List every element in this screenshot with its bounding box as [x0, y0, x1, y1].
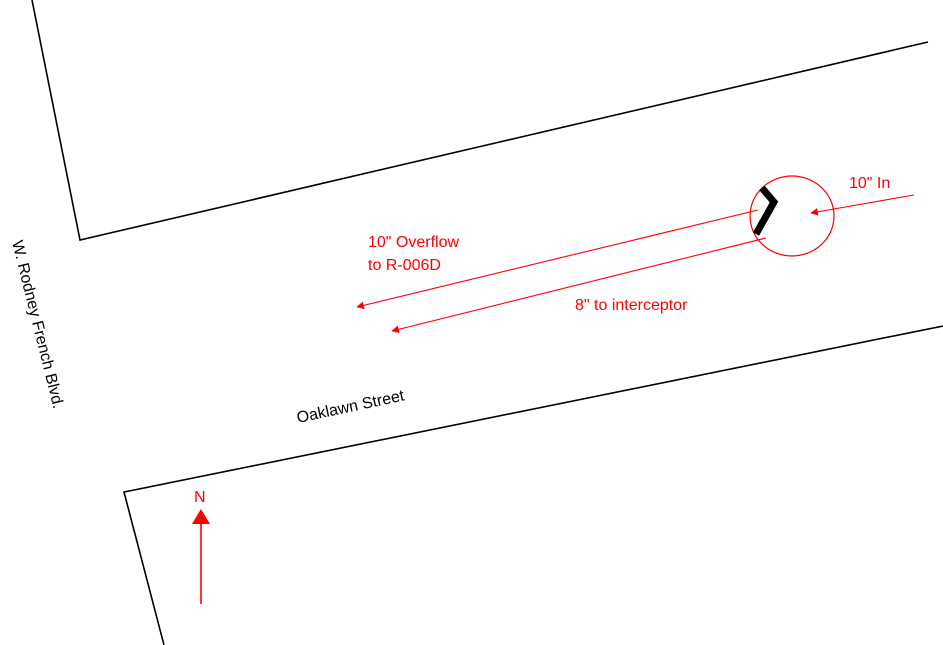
street-label-west: W. Rodney French Blvd.: [8, 239, 66, 411]
overflow-arrow: [356, 209, 759, 310]
inflow-label: 10" In: [849, 175, 890, 192]
block-edge-north: [31, 0, 929, 241]
north-label: N: [194, 489, 206, 506]
regulator-circle-icon: [749, 175, 835, 257]
north-arrow-icon: [192, 509, 210, 604]
inflow-arrow: [810, 194, 915, 216]
block-edge-south: [123, 325, 943, 645]
street-label-main: Oaklawn Street: [295, 387, 406, 426]
overflow-label-line1: 10" Overflow: [368, 234, 459, 251]
weir-icon: [752, 185, 779, 236]
interceptor-label: 8" to interceptor: [575, 297, 688, 314]
interceptor-arrow: [391, 237, 767, 334]
overflow-label-line2: to R-006D: [368, 257, 441, 274]
